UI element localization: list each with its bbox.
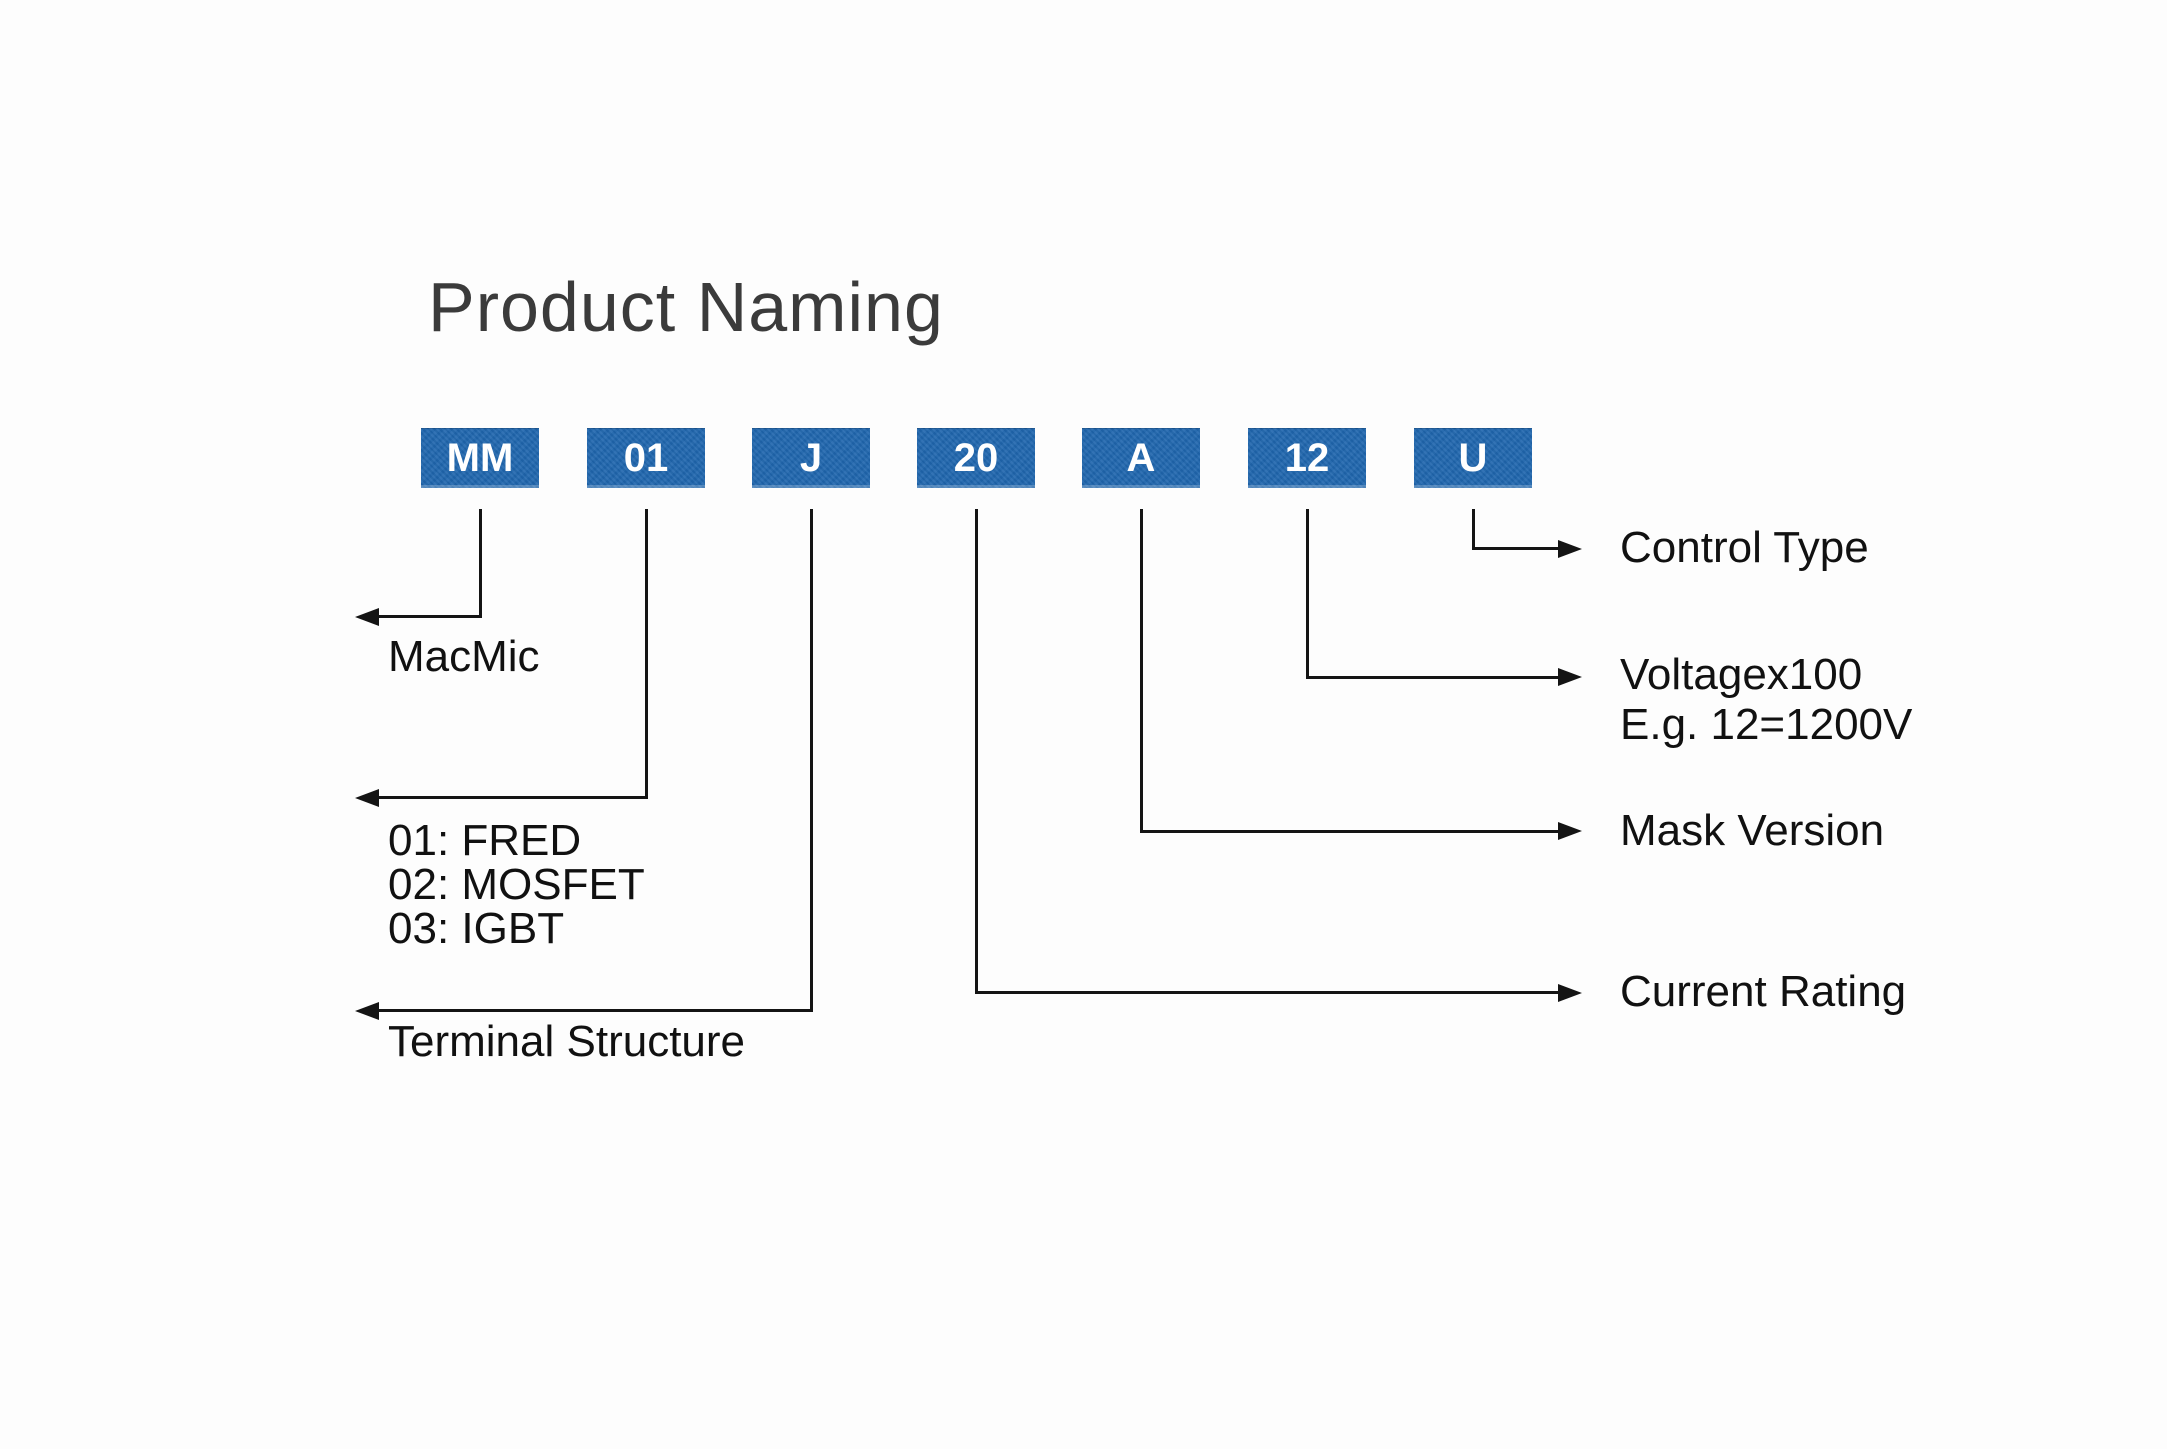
label-device-type-fred: 01: FRED [388, 816, 582, 865]
code-box-01-label: 01 [623, 435, 669, 480]
arrow-left-icon [355, 608, 379, 626]
code-box-u: U [1414, 428, 1532, 488]
connector-horizontal-mask-version [1140, 830, 1558, 833]
arrow-right-icon [1558, 668, 1582, 686]
label-macmic: MacMic [388, 631, 540, 683]
code-box-20: 20 [917, 428, 1035, 488]
code-box-a: A [1082, 428, 1200, 488]
code-box-j-label: J [799, 435, 823, 480]
arrow-right-icon [1558, 822, 1582, 840]
label-control-type: Control Type [1620, 522, 1869, 574]
label-terminal-structure: Terminal Structure [388, 1016, 745, 1068]
label-mask-version-line: Mask Version [1620, 806, 1885, 855]
code-box-j: J [752, 428, 870, 488]
code-box-a-label: A [1126, 435, 1156, 480]
connector-vertical-12 [1306, 509, 1309, 679]
code-box-mm: MM [421, 428, 539, 488]
connector-vertical-01 [645, 509, 648, 799]
label-current-rating-line: Current Rating [1620, 967, 1907, 1016]
label-device-type-mosfet: 02: MOSFET [388, 860, 645, 909]
arrow-left-icon [355, 1002, 379, 1020]
connector-horizontal-macmic [379, 615, 482, 618]
label-device-type-list: 01: FRED 02: MOSFET 03: IGBT [388, 819, 645, 951]
code-box-20-label: 20 [953, 435, 999, 480]
connector-vertical-20 [975, 509, 978, 994]
code-box-01: 01 [587, 428, 705, 488]
label-current-rating: Current Rating [1620, 966, 1906, 1018]
code-box-12-label: 12 [1284, 435, 1330, 480]
label-terminal-structure-line: Terminal Structure [388, 1017, 746, 1066]
label-voltage-line2: E.g. 12=1200V [1620, 700, 1913, 749]
arrow-left-icon [355, 789, 379, 807]
connector-horizontal-voltage [1306, 676, 1558, 679]
label-voltage: Voltagex100 E.g. 12=1200V [1620, 650, 1912, 750]
connector-horizontal-device-type [379, 796, 648, 799]
arrow-right-icon [1558, 984, 1582, 1002]
label-control-type-line: Control Type [1620, 523, 1869, 572]
arrow-right-icon [1558, 540, 1582, 558]
page-title: Product Naming [428, 268, 944, 346]
label-mask-version: Mask Version [1620, 805, 1884, 857]
label-macmic-line: MacMic [388, 632, 540, 681]
connector-vertical-a [1140, 509, 1143, 833]
connector-vertical-j [810, 509, 813, 1012]
connector-horizontal-terminal-structure [379, 1009, 813, 1012]
connector-horizontal-current-rating [975, 991, 1558, 994]
label-device-type-igbt: 03: IGBT [388, 904, 565, 953]
code-box-mm-label: MM [446, 435, 514, 480]
label-voltage-line1: Voltagex100 [1620, 650, 1863, 699]
connector-vertical-mm [479, 509, 482, 618]
connector-vertical-u [1472, 509, 1475, 550]
code-box-u-label: U [1458, 435, 1488, 480]
code-box-12: 12 [1248, 428, 1366, 488]
connector-horizontal-control-type [1472, 547, 1558, 550]
